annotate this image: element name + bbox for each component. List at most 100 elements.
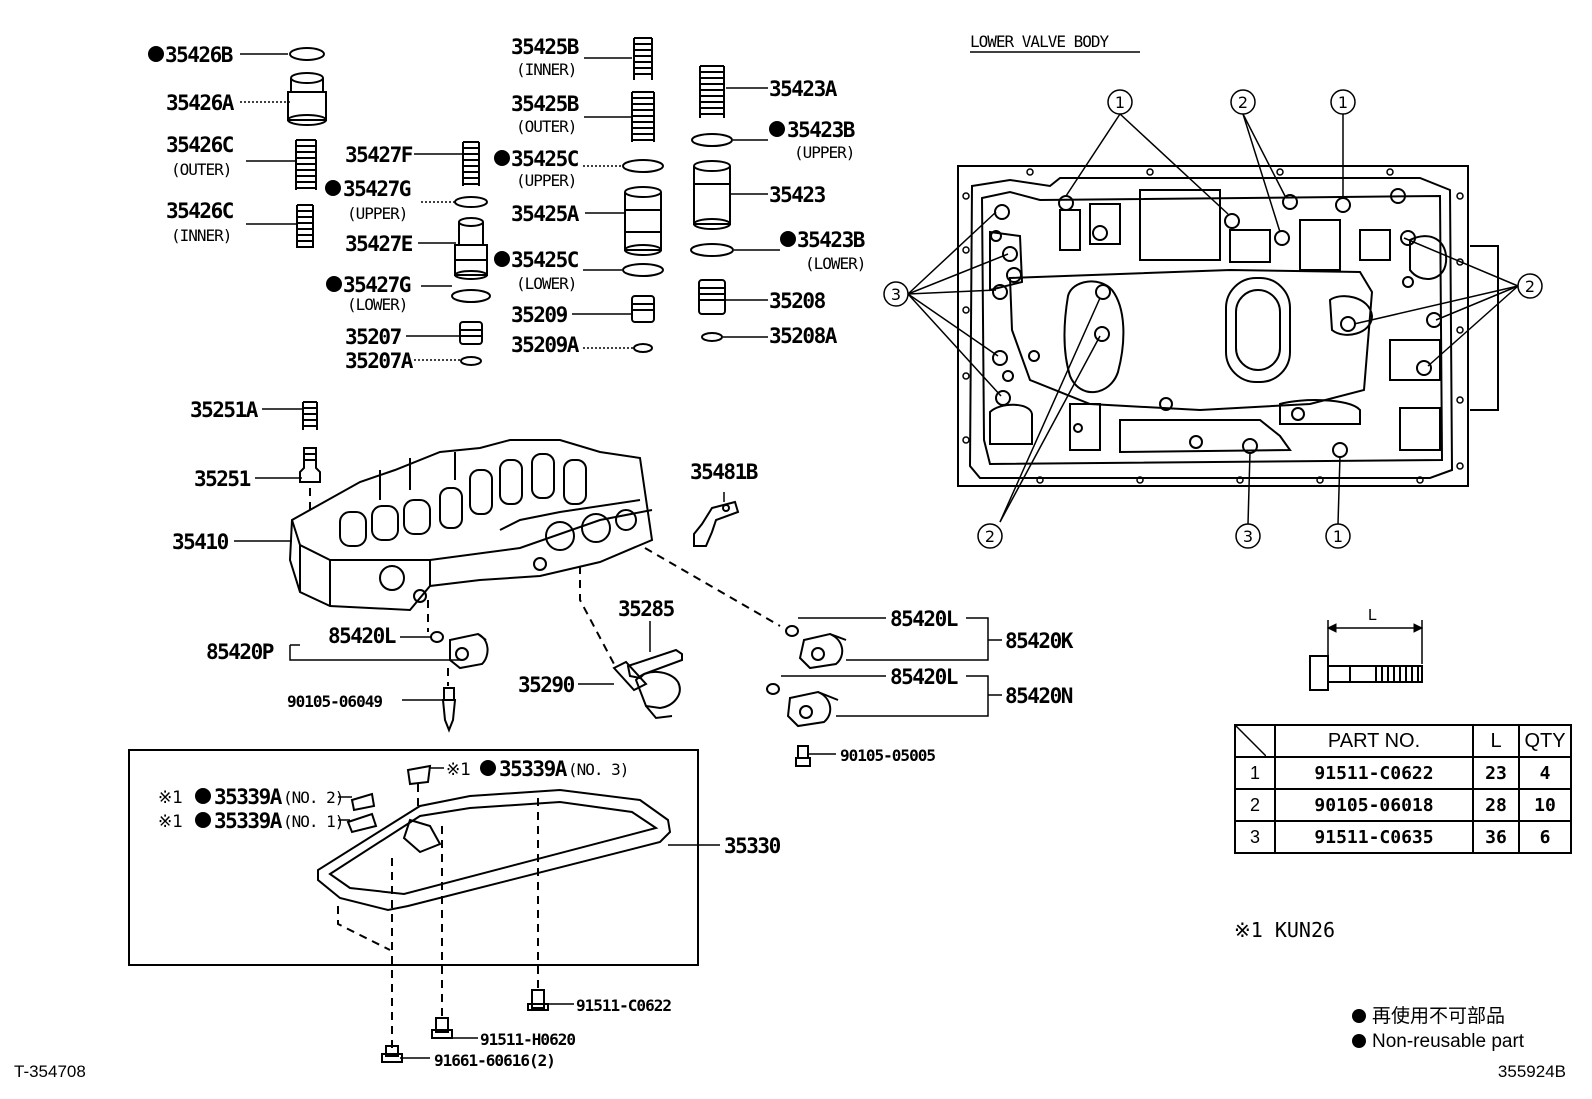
part-sublabel: (UPPER) [794,143,854,162]
part-label: 35207 [345,325,402,349]
part-label: 35209 [511,303,568,327]
part-sublabel: (OUTER) [516,117,576,136]
spring-35426C-outer [295,139,317,190]
callout-num: 2 [1525,277,1535,296]
solenoid-35290 [612,660,681,720]
part-label: 35290 [518,673,575,697]
solenoid-85420N [766,683,839,728]
valve-35251 [299,447,321,483]
part-label: 35410 [172,530,229,554]
part-label: 90105-05005 [840,746,935,765]
callout-num: 1 [1115,93,1125,112]
callout-num: 3 [891,285,901,304]
bolt-91511-C0622-strainer [527,989,549,1011]
callout-num: 2 [985,527,995,546]
filled-dot-icon [1352,1034,1366,1048]
part-label: 85420N [1005,684,1073,708]
part-label: 35425B [511,35,579,59]
part-label: 35339A [214,785,283,809]
part-label: 85420L [328,624,396,648]
header-length: L [1472,724,1520,758]
part-sublabel: (LOWER) [516,274,576,293]
bolt-91661-60616 [381,1045,403,1063]
nonreusable-dots [148,46,796,828]
diagonal-icon [1236,726,1266,756]
dimension-label: L [1368,607,1377,624]
leader-lines [234,53,1002,1059]
bolt-table-header: PART NO. L QTY [1234,724,1572,758]
strainer-35330 [317,764,672,912]
part-label: 35251A [190,398,259,422]
part-label: 35423 [769,183,826,207]
solenoid-85420P [430,631,489,670]
part-label: 35426C [166,133,234,157]
filled-dot-icon [1352,1009,1366,1023]
part-label: 91661-60616(2) [434,1051,555,1070]
spring-35423A [699,65,725,118]
plate-35285 [626,648,683,680]
ring-35209A [633,343,653,353]
sleeve-35423 [693,160,731,230]
part-label: 35425C [511,147,579,171]
part-label: 35426A [166,91,235,115]
part-label: 35481B [690,460,758,484]
part-label: 90105-06049 [287,692,382,711]
part-label: 91511-C0622 [576,996,671,1015]
note-kun26: ※1 KUN26 [1234,918,1336,942]
ring-35425C-lower [622,263,664,277]
ring-35208A [701,332,723,342]
ring-35427G-upper [454,196,488,208]
part-label: 35209A [511,333,580,357]
ring-35207A [460,356,482,366]
ring-35423B-lower [690,243,734,257]
lower-valve-body-drawing [957,165,1499,487]
header-qty: QTY [1518,724,1572,758]
bolt-table: PART NO. L QTY 1 91511-C0622 23 4 2 9010… [1234,724,1572,854]
part-label: 35425C [511,248,579,272]
plug-35209 [631,295,655,323]
ring-35426B [289,47,325,61]
callout-num: 3 [1243,527,1253,546]
part-label: 35207A [345,349,414,373]
bracket-35481B [693,500,740,547]
callout-num: 2 [1238,93,1248,112]
plug-35207 [459,321,483,345]
valve-body-35410 [288,439,654,612]
sleeve-35425A [624,186,662,256]
part-label: 35251 [194,467,251,491]
legend-jp: 再使用不可部品 [1352,1004,1524,1029]
ring-35423B-upper [691,133,733,147]
assembly-lines [309,488,781,1048]
part-sublabel: (NO. 1) [283,812,343,831]
part-label: 35339A [499,757,568,781]
part-label: 35427G [343,273,411,297]
part-sublabel: (NO. 3) [568,760,628,779]
note-mark: ※1 [446,760,471,780]
spring-35427F [462,141,480,186]
spring-35425B-inner [633,37,653,80]
footer-right-id: 355924B [1497,1062,1566,1081]
sleeve-35427E [454,217,488,280]
part-sublabel: (NO. 2) [283,788,343,807]
part-sublabel: (UPPER) [347,204,407,223]
spring-35425B-outer [631,91,655,142]
part-label: 35339A [214,809,283,833]
part-label: 35427E [345,232,413,256]
callout-num: 1 [1333,527,1343,546]
part-label: 85420L [890,607,958,631]
legend: 再使用不可部品 Non-reusable part [1352,1004,1524,1054]
legend-en: Non-reusable part [1352,1029,1524,1054]
part-label: 35427G [343,177,411,201]
part-sublabel: (INNER) [171,226,231,245]
ring-35425C-upper [622,159,664,173]
part-label: 91511-H0620 [480,1030,575,1049]
sleeve-35426A [287,72,327,126]
part-label: 35427F [345,143,413,167]
part-sublabel: (INNER) [516,60,576,79]
part-label: 35330 [724,834,781,858]
callout-leaders [907,113,1519,525]
note-mark: ※1 [158,788,183,808]
bolt-90105-05005 [795,745,811,767]
